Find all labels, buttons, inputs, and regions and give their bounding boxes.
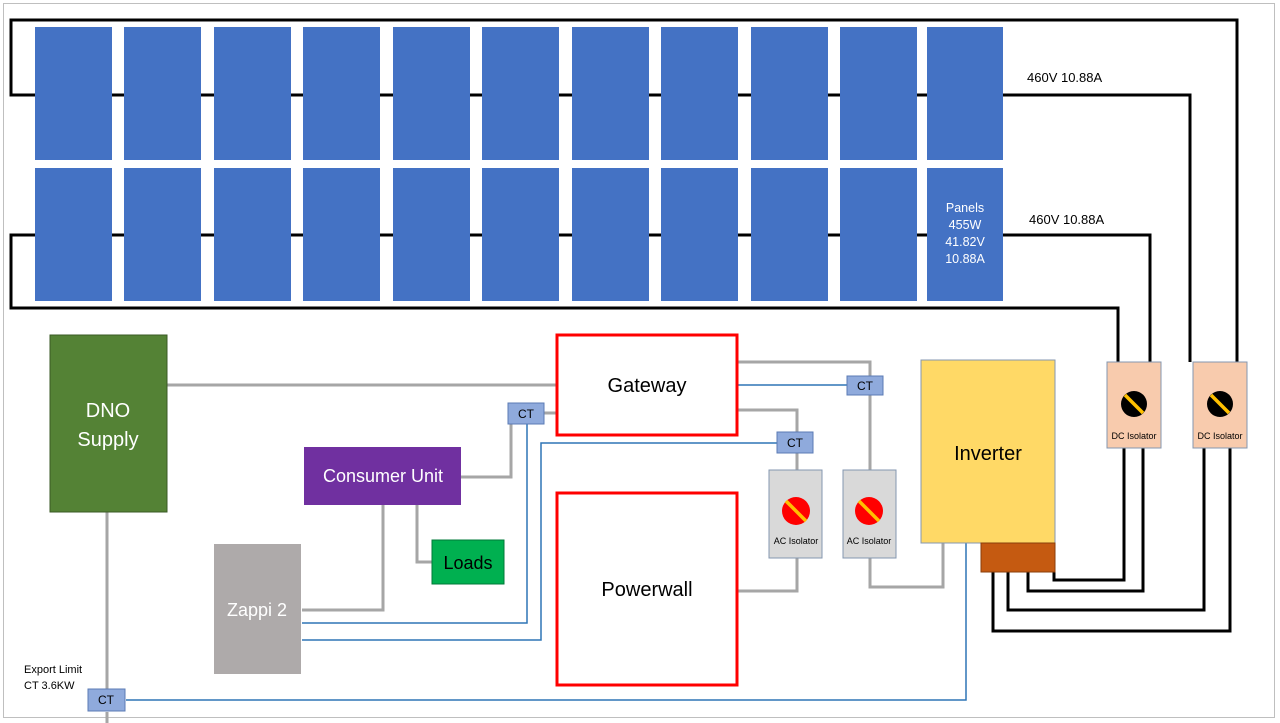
ac-isolator: AC Isolator [842, 469, 897, 559]
loads-label: Loads [443, 553, 492, 573]
solar-panel [840, 27, 917, 160]
solar-panel [572, 27, 649, 160]
dno-label: DNO [86, 400, 130, 422]
dc-isolator-label: DC Isolator [1111, 431, 1156, 441]
inverter [920, 359, 1056, 544]
dc-isolator-label: DC Isolator [1197, 431, 1242, 441]
ac-isolator-label: AC Isolator [774, 536, 819, 546]
ct-label: CT [787, 436, 804, 450]
solar-panel [214, 27, 291, 160]
zappi-charger [214, 544, 301, 674]
solar-panel [35, 168, 112, 301]
powerwall-label: Powerwall [601, 579, 692, 601]
inverter-dc-terminal [980, 542, 1056, 573]
solar-panel-spec [927, 168, 1003, 301]
ct-label: CT [518, 407, 535, 421]
solar-panel [214, 168, 291, 301]
solar-panel [393, 168, 470, 301]
comms-wiring [126, 384, 967, 701]
ct-label: CT [98, 693, 115, 707]
dc-wiring [9, 18, 1239, 633]
gateway-label: Gateway [608, 375, 687, 397]
ct-label: CT [857, 379, 874, 393]
gateway [555, 333, 739, 437]
consumer-unit [304, 447, 461, 505]
solar-panel [35, 27, 112, 160]
ct-clamp: CT [846, 375, 884, 396]
ac-isolator: AC Isolator [768, 469, 823, 559]
solar-panel [840, 168, 917, 301]
panel-spec-line: 10.88A [945, 252, 985, 266]
solar-panel [482, 168, 559, 301]
ct-clamp: CT [507, 402, 545, 425]
solar-panel [927, 27, 1003, 160]
inverter-label: Inverter [954, 443, 1022, 465]
solar-panel [303, 27, 380, 160]
dc-isolator: DC Isolator [1106, 361, 1162, 449]
panel-spec-line: 455W [949, 218, 982, 232]
solar-panel [661, 27, 738, 160]
dno-label: Supply [77, 429, 138, 451]
panel-spec-line: 41.82V [945, 235, 985, 249]
string-label-top: 460V 10.88A [1027, 70, 1103, 85]
export-limit-label: Export Limit [24, 664, 82, 676]
loads [431, 539, 505, 585]
ac-wiring [105, 360, 945, 723]
solar-panel [393, 27, 470, 160]
solar-panel [572, 168, 649, 301]
ct-clamp: CT [776, 431, 814, 454]
solar-panel [751, 27, 828, 160]
diagram-frame [3, 3, 1275, 718]
ct-clamp-export: CT [87, 688, 126, 712]
solar-panel [751, 168, 828, 301]
export-limit-label: CT 3.6KW [24, 680, 75, 692]
panel-spec-label: Panels 455W 41.82V 10.88A [945, 201, 985, 266]
powerwall [555, 491, 739, 687]
panel-spec-line: Panels [946, 201, 984, 215]
solar-panel [124, 27, 201, 160]
solar-panel [661, 168, 738, 301]
dc-isolator: DC Isolator [1192, 361, 1248, 449]
solar-panel [124, 168, 201, 301]
solar-panel [482, 27, 559, 160]
solar-panel [303, 168, 380, 301]
ac-isolator-label: AC Isolator [847, 536, 892, 546]
dno-supply [49, 334, 168, 513]
solar-panel-array [35, 27, 1003, 301]
string-label-bottom: 460V 10.88A [1029, 212, 1105, 227]
consumer-unit-label: Consumer Unit [323, 466, 443, 486]
zappi-label: Zappi 2 [227, 600, 287, 620]
